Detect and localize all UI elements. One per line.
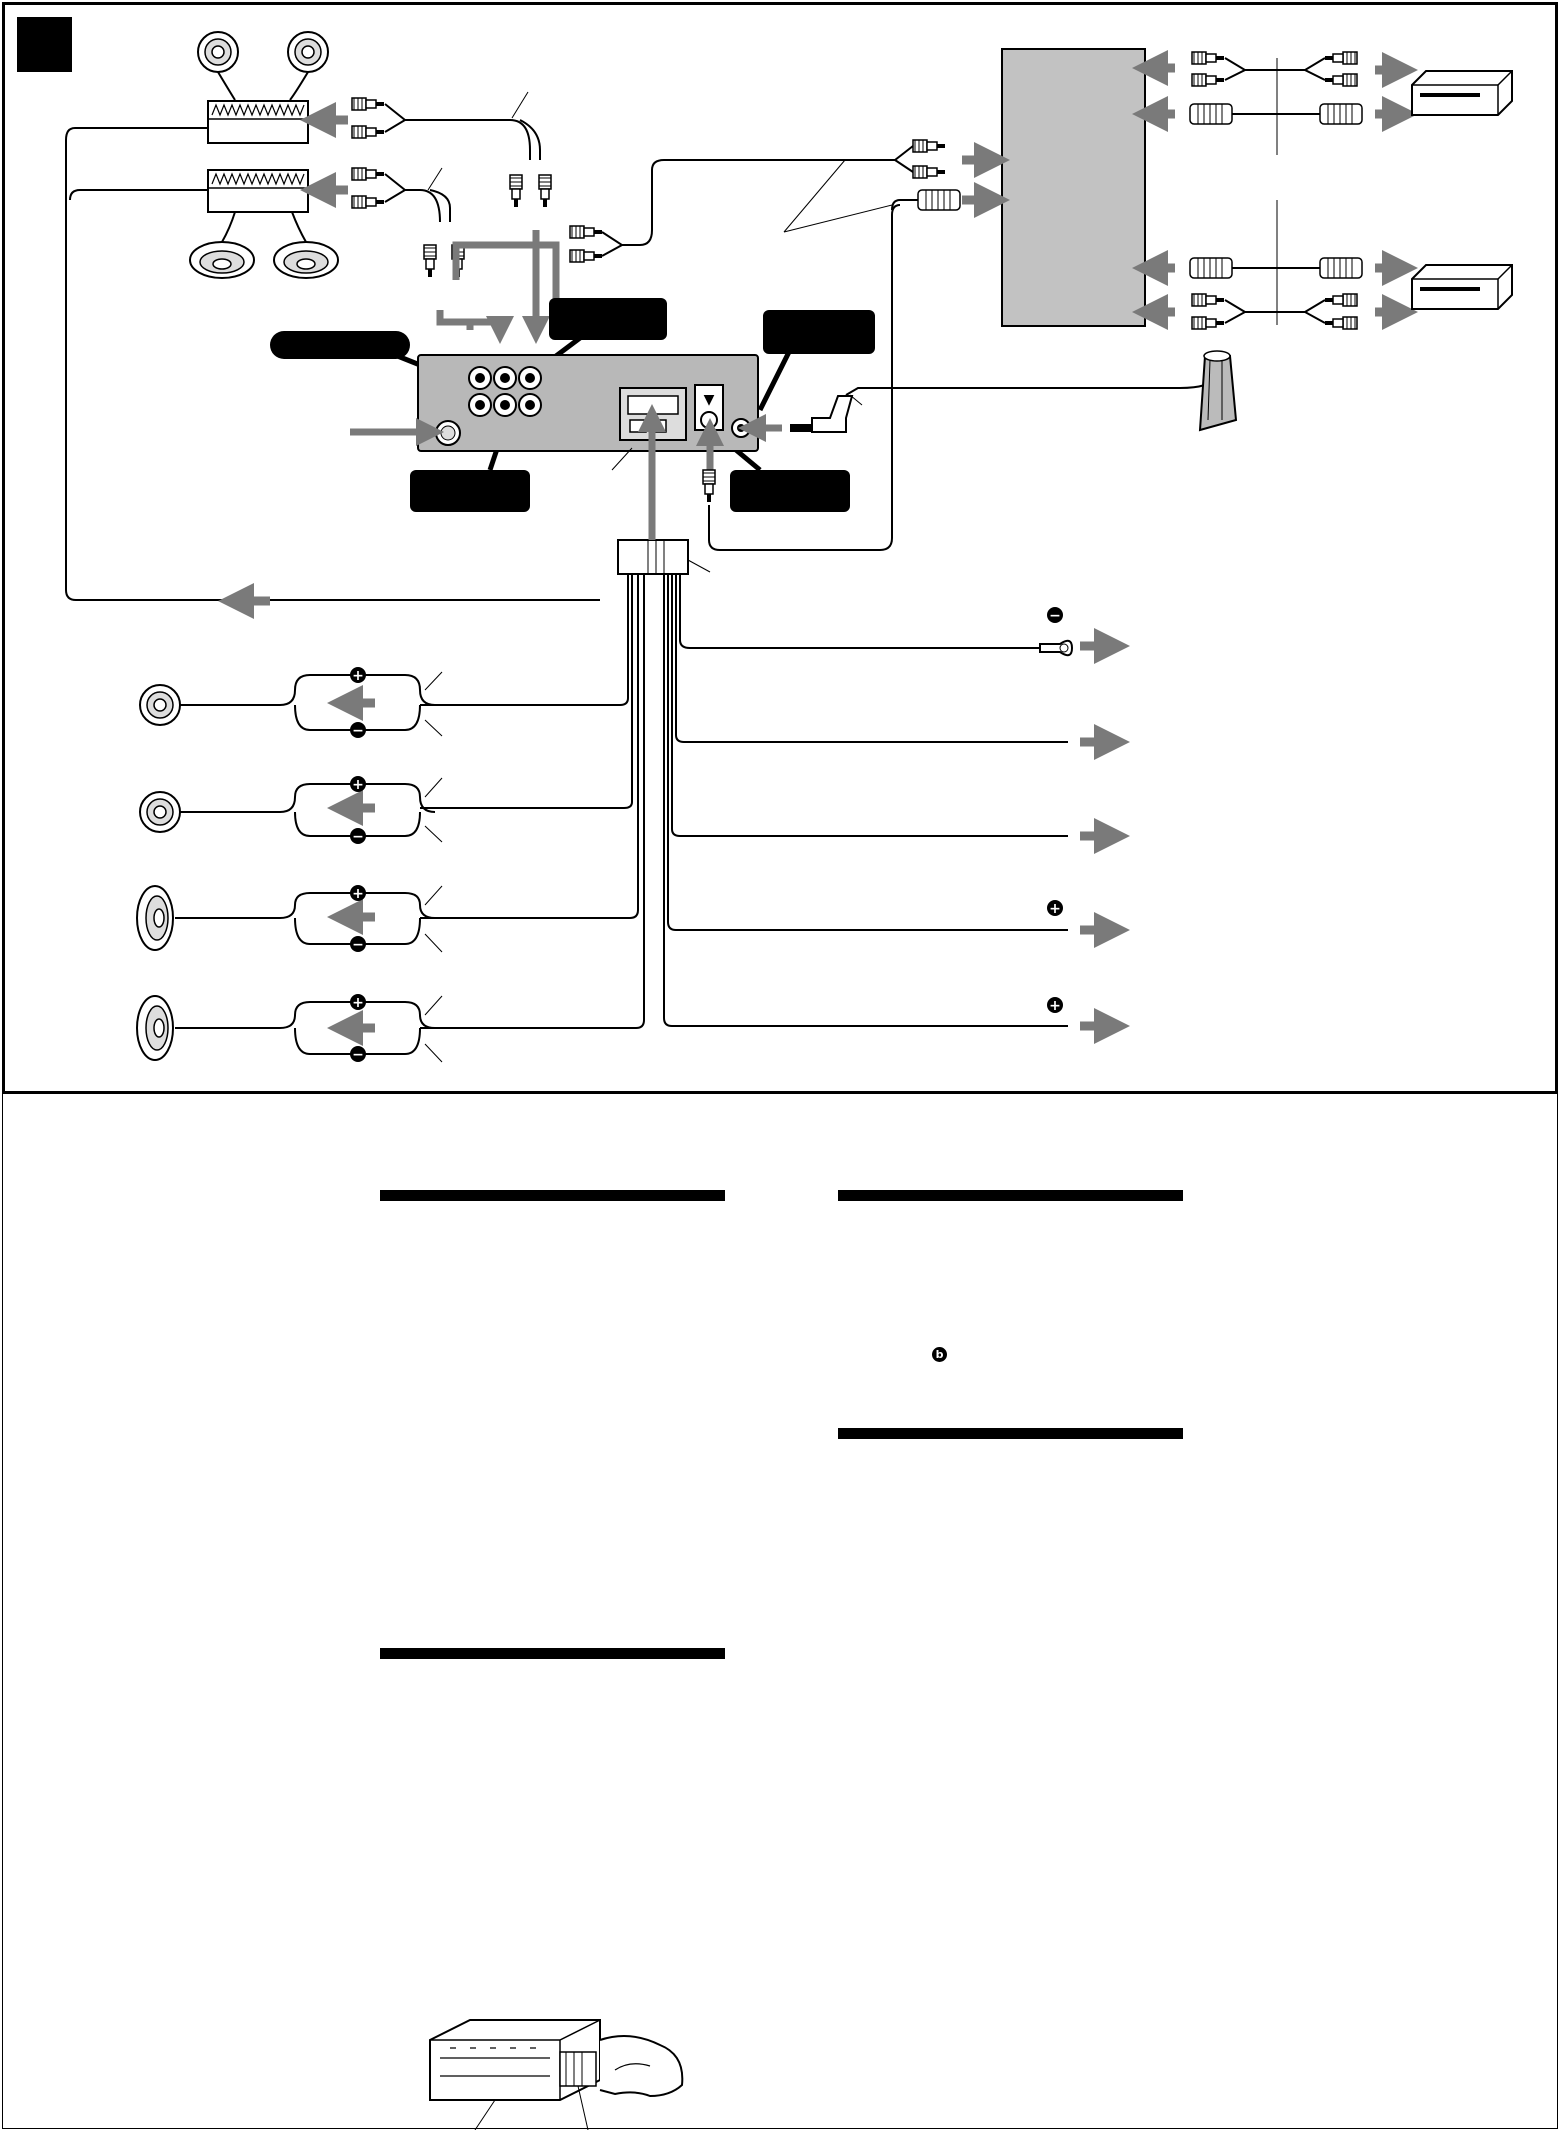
plus-polarity-icon: +: [350, 667, 366, 684]
rca-plug-icon: [912, 165, 946, 179]
cd-changer-icon: [1411, 264, 1513, 310]
plus-polarity-icon: +: [350, 776, 366, 793]
tweeter-speaker-icon: [139, 684, 181, 726]
bus-plug-icon: [1189, 257, 1233, 279]
bus-plug-icon: [1319, 103, 1363, 125]
rca-plug-icon: [351, 125, 385, 139]
cd-changer-icon: [1411, 70, 1513, 116]
diagram-frame: [2, 2, 1558, 1094]
minus-sign: −: [352, 937, 364, 953]
minus-polarity-icon: −: [350, 1046, 366, 1063]
rca-plug-icon: [1191, 73, 1225, 87]
callout-box: [730, 470, 850, 512]
tweeter-speaker-icon: [197, 31, 239, 73]
rca-plug-icon: [912, 139, 946, 153]
rca-plug-icon: [1324, 73, 1358, 87]
callout-box: [763, 310, 875, 354]
rca-plug-icon: [423, 244, 437, 278]
minus-polarity-icon: −: [1047, 607, 1063, 624]
section-heading-rule: [380, 1648, 725, 1659]
speaker-row: + −: [139, 776, 443, 845]
rca-plug-icon: [351, 195, 385, 209]
source-selector-box-icon: [1001, 48, 1146, 327]
rca-plug-icon: [569, 249, 603, 263]
minus-polarity-icon: −: [350, 828, 366, 845]
plus-polarity-icon: +: [350, 885, 366, 902]
rca-plug-icon: [1324, 293, 1358, 307]
rca-plug-icon: [538, 174, 552, 208]
rca-plug-icon: [1191, 293, 1225, 307]
minus-polarity-icon: −: [350, 936, 366, 953]
rca-plug-icon: [351, 97, 385, 111]
rca-plug-icon: [351, 167, 385, 181]
rca-plug-icon: [1191, 51, 1225, 65]
plus-polarity-icon: +: [1047, 900, 1063, 917]
speaker-row: + −: [136, 885, 443, 953]
minus-sign: −: [352, 1047, 364, 1063]
minus-sign: −: [1049, 608, 1061, 624]
mini-plug-icon: [790, 395, 854, 433]
callout-box: [549, 298, 667, 340]
plus-polarity-icon: +: [1047, 997, 1063, 1014]
section-heading-rule: [380, 1190, 725, 1201]
rca-plug-icon: [509, 174, 523, 208]
oval-speaker-icon: [136, 995, 174, 1061]
plus-sign: +: [352, 886, 364, 902]
callout-box: [270, 331, 410, 359]
speaker-row: + −: [136, 994, 443, 1063]
plus-sign: +: [1049, 901, 1061, 917]
text-page-frame: [2, 1094, 1558, 2129]
plus-sign: +: [352, 995, 364, 1011]
direction-mark: ▼: [704, 392, 715, 408]
plus-sign: +: [352, 668, 364, 684]
tweeter-speaker-icon: [287, 31, 329, 73]
harness-connector-icon: [617, 539, 689, 575]
minus-sign: −: [352, 829, 364, 845]
power-amplifier-icon: [207, 169, 309, 213]
mounting-sleeve-illustration: [429, 2019, 684, 2130]
speaker-row: + −: [139, 667, 443, 739]
rca-plug-icon: [569, 225, 603, 239]
oval-speaker-icon: [273, 241, 339, 279]
bus-plug-icon: [1189, 103, 1233, 125]
bus-plug-icon: [1319, 257, 1363, 279]
rotary-commander-icon: [1198, 350, 1238, 432]
callout-box: [410, 470, 530, 512]
antenna-plug-icon: [702, 469, 716, 503]
power-amplifier-icon: [207, 100, 309, 144]
tweeter-speaker-icon: [139, 791, 181, 833]
step-b-marker: b: [932, 1347, 947, 1362]
minus-sign: −: [352, 723, 364, 739]
ground-lug-icon: [1039, 639, 1074, 657]
rca-plug-icon: [1324, 316, 1358, 330]
rca-plug-icon: [1191, 316, 1225, 330]
plus-sign: +: [352, 777, 364, 793]
plus-sign: +: [1049, 998, 1061, 1014]
plus-polarity-icon: +: [350, 994, 366, 1011]
rca-plug-icon: [1324, 51, 1358, 65]
section-heading-rule: [838, 1190, 1183, 1201]
connection-diagram: ▼: [17, 17, 1513, 1063]
bus-plug-icon: [917, 189, 961, 211]
section-heading-rule: [838, 1428, 1183, 1439]
oval-speaker-icon: [136, 885, 174, 951]
oval-speaker-icon: [189, 241, 255, 279]
minus-polarity-icon: −: [350, 722, 366, 739]
figure-marker: [17, 17, 72, 72]
